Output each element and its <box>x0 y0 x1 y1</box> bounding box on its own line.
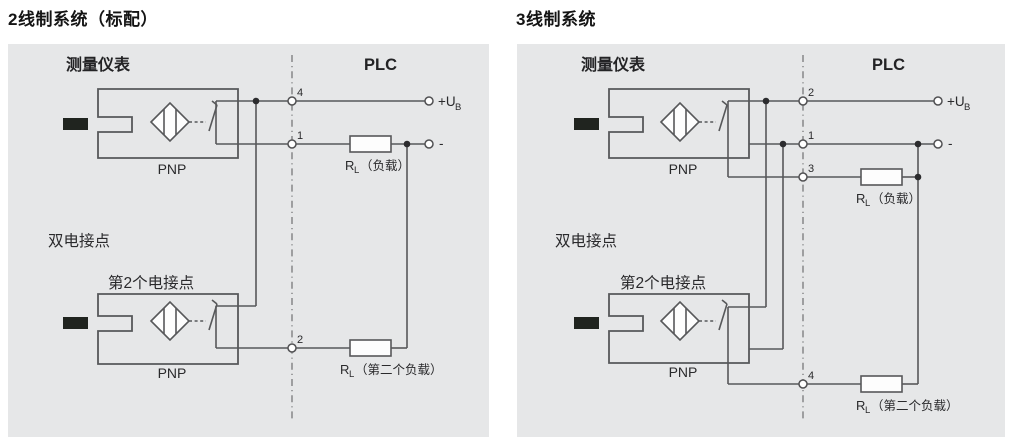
right-wiring <box>728 100 934 385</box>
right-sensor2-type-label: PNP <box>669 364 698 380</box>
right-sensor1-target-bar-icon <box>574 118 599 130</box>
left-terminal-1 <box>287 139 297 149</box>
left-diagram-title: 2线制系统（标配） <box>8 10 158 29</box>
left-sensor1-body <box>97 88 239 159</box>
svg-text:+U: +U <box>947 94 965 109</box>
svg-text:（第二个负载）: （第二个负载） <box>355 363 443 377</box>
right-load1-resistor <box>860 168 903 186</box>
svg-text:L: L <box>865 405 870 416</box>
left-junction-dot <box>403 140 411 148</box>
right-junction-dot <box>914 140 922 148</box>
right-plc-label: PLC <box>872 56 905 74</box>
left-terminal-1-number: 1 <box>297 130 303 142</box>
left-supply-plus-terminal <box>424 96 434 106</box>
left-load1-resistor <box>349 135 392 153</box>
left-terminal-2-number: 2 <box>297 334 303 346</box>
svg-text:R: R <box>345 158 354 173</box>
left-terminal-2 <box>287 343 297 353</box>
right-instrument-label: 测量仪表 <box>581 55 646 74</box>
right-supply-minus-terminal <box>933 139 943 149</box>
svg-text:R: R <box>340 362 349 377</box>
right-sensor1-body <box>608 88 750 159</box>
left-load1-label: R L （负载） <box>345 158 410 176</box>
svg-text:（负载）: （负载） <box>871 192 921 206</box>
right-dual-contact-label: 双电接点 <box>555 232 617 250</box>
svg-text:R: R <box>856 191 865 206</box>
left-diagram-svg: 测量仪表 PLC PNP <box>8 44 489 437</box>
right-terminal-2-number: 2 <box>808 87 814 99</box>
right-terminal-1 <box>798 139 808 149</box>
right-terminal-3-number: 3 <box>808 163 814 175</box>
svg-text:L: L <box>865 198 870 209</box>
right-diagram-title: 3线制系统 <box>516 10 596 29</box>
left-supply-minus-terminal <box>424 139 434 149</box>
right-terminal-2 <box>798 96 808 106</box>
left-sensor2-switch-contact-icon <box>189 299 218 348</box>
left-dual-contact-label: 双电接点 <box>48 232 110 250</box>
svg-text:B: B <box>964 102 970 113</box>
right-terminal-3 <box>798 172 808 182</box>
right-sensor1-switch-contact-icon <box>699 100 729 177</box>
right-sensor2-body <box>608 293 750 364</box>
right-junction-dot <box>779 140 787 148</box>
svg-text:（负载）: （负载） <box>360 159 410 173</box>
right-second-contact-label: 第2个电接点 <box>620 274 706 292</box>
right-terminal-4-number: 4 <box>808 370 814 382</box>
left-sensor1-switch-contact-icon <box>189 100 218 144</box>
svg-text:L: L <box>349 369 354 380</box>
right-sensor2-target-bar-icon <box>574 317 599 329</box>
right-junction-dot <box>914 173 922 181</box>
right-supply-plus-terminal <box>933 96 943 106</box>
right-panel-background <box>517 44 1005 437</box>
left-load2-resistor <box>349 339 392 357</box>
left-junction-dot <box>252 97 260 105</box>
svg-text:B: B <box>455 102 461 113</box>
left-terminal-4-number: 4 <box>297 87 303 99</box>
left-load2-label: R L （第二个负载） <box>340 362 443 380</box>
left-second-contact-label: 第2个电接点 <box>108 274 194 292</box>
left-diagram-panel: 测量仪表 PLC PNP <box>8 44 489 442</box>
right-diagram-panel: 测量仪表 PLC <box>517 44 1005 442</box>
right-junction-dot <box>762 97 770 105</box>
left-sensor1-type-label: PNP <box>158 161 187 177</box>
left-sensor2-type-label: PNP <box>158 365 187 381</box>
right-terminal-4 <box>798 379 808 389</box>
right-supply-plus-label: +U B <box>947 94 970 113</box>
right-load1-label: R L （负载） <box>856 191 921 209</box>
svg-text:（第二个负载）: （第二个负载） <box>871 399 959 413</box>
right-diagram-svg: 测量仪表 PLC <box>517 44 1005 437</box>
right-sensor1-type-label: PNP <box>669 161 698 177</box>
right-load2-resistor <box>860 375 903 393</box>
left-sensor1-target-bar-icon <box>63 118 88 130</box>
svg-text:L: L <box>354 165 359 176</box>
left-sensor2-target-bar-icon <box>63 317 88 329</box>
left-plc-label: PLC <box>364 56 397 74</box>
left-terminal-4 <box>287 96 297 106</box>
right-sensor2-switch-contact-icon <box>699 299 729 384</box>
left-supply-plus-label: +U B <box>438 94 461 113</box>
svg-text:+U: +U <box>438 94 456 109</box>
left-panel-background <box>8 44 489 437</box>
right-supply-minus-label: - <box>948 136 953 151</box>
left-supply-minus-label: - <box>439 136 444 151</box>
left-sensor2-body <box>97 293 239 365</box>
svg-text:R: R <box>856 398 865 413</box>
right-load2-label: R L （第二个负载） <box>856 398 959 416</box>
left-instrument-label: 测量仪表 <box>66 55 131 74</box>
right-terminal-1-number: 1 <box>808 130 814 142</box>
